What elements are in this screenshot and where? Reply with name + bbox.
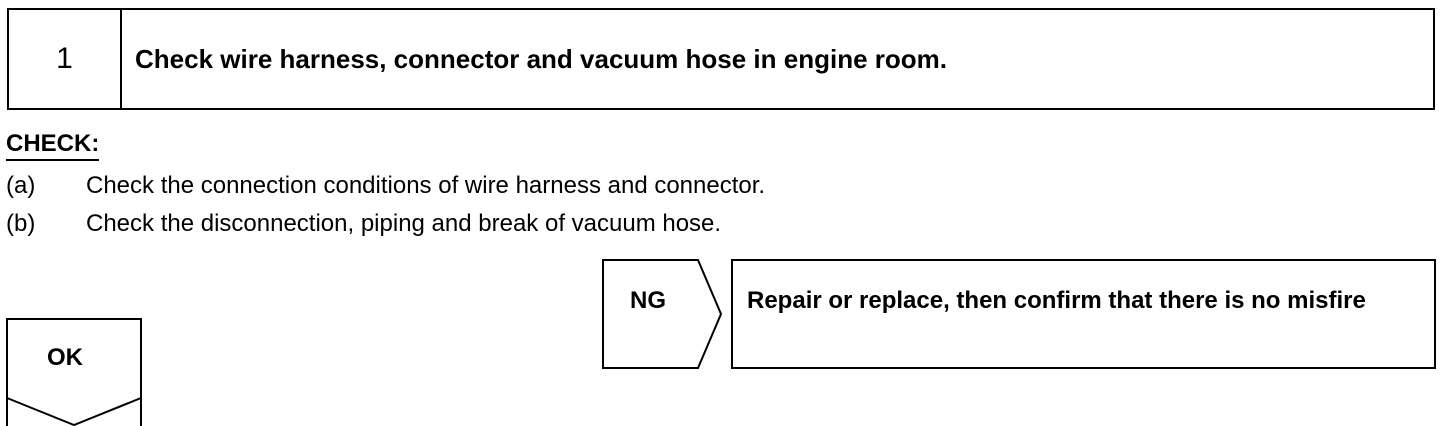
ng-action-box: Repair or replace, then confirm that the… bbox=[731, 259, 1436, 369]
check-item-text: Check the connection conditions of wire … bbox=[86, 172, 766, 199]
step-number: 1 bbox=[9, 10, 122, 108]
ok-result-tag: OK bbox=[6, 318, 142, 426]
check-item-text: Check the disconnection, piping and brea… bbox=[86, 210, 722, 237]
step-header: 1 Check wire harness, connector and vacu… bbox=[7, 8, 1435, 110]
arrow-right-shape bbox=[602, 259, 722, 369]
step-title: Check wire harness, connector and vacuum… bbox=[135, 43, 947, 74]
ng-label: NG bbox=[630, 287, 666, 314]
check-item-marker: (b) bbox=[6, 210, 36, 237]
check-item-b: (b) Check the disconnection, piping and b… bbox=[6, 210, 721, 238]
check-item-marker: (a) bbox=[6, 172, 36, 199]
check-heading: CHECK: bbox=[6, 130, 100, 161]
ok-label: OK bbox=[47, 344, 83, 371]
arrow-down-shape bbox=[6, 318, 142, 426]
check-item-a: (a) Check the connection conditions of wi… bbox=[6, 172, 765, 200]
ng-result-tag: NG bbox=[602, 259, 722, 369]
